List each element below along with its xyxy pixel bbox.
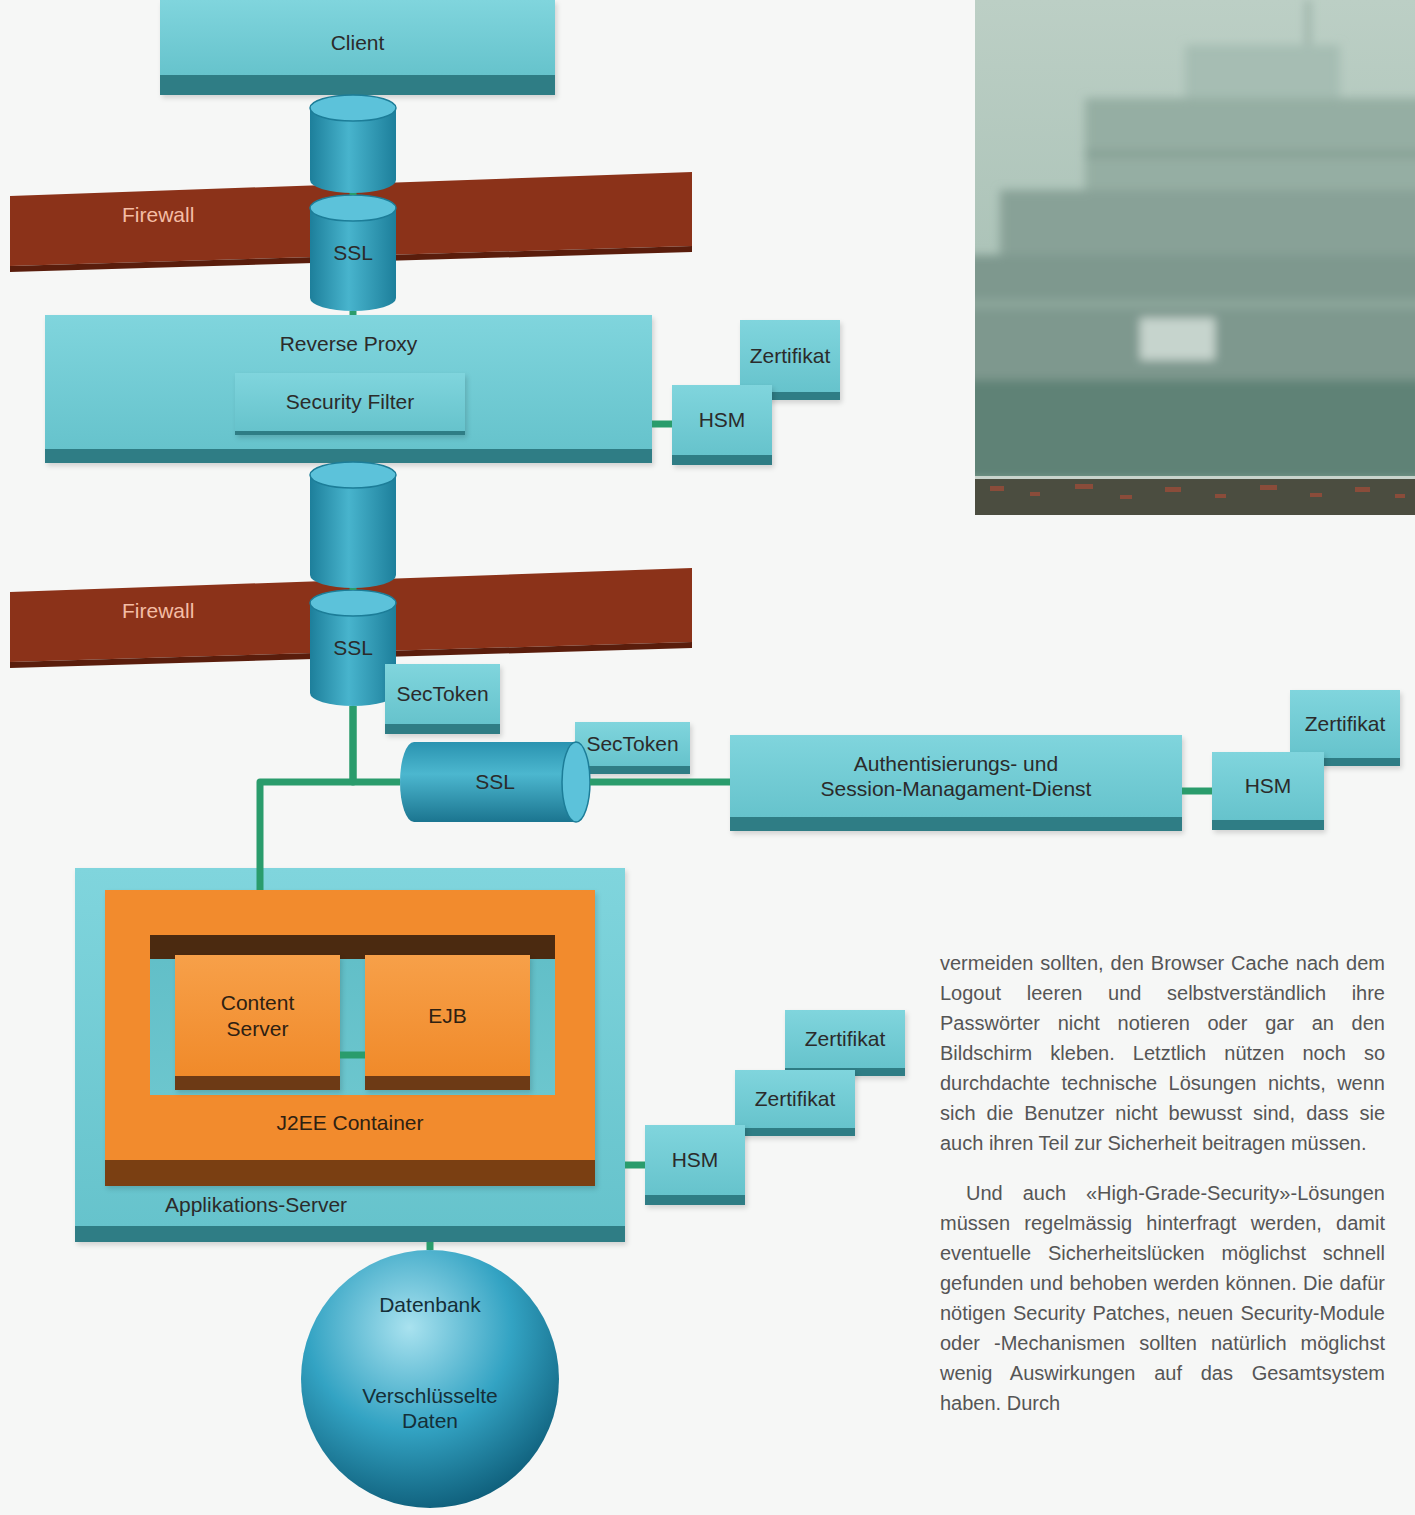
sphere-body — [301, 1250, 559, 1508]
photo-tier — [975, 255, 1415, 383]
pipe-cylinder — [310, 95, 396, 193]
client-box: Client — [160, 0, 555, 95]
connector-line — [350, 311, 357, 315]
reverse-proxy-box: Reverse ProxySecurity Filter — [45, 315, 652, 463]
photo-building — [975, 0, 1415, 480]
node-label: Reverse Proxy — [280, 331, 418, 356]
hsm-box: HSM — [672, 385, 772, 465]
cylinder-end — [310, 680, 396, 706]
connector-line — [353, 706, 400, 782]
node-label: Verschlüsselte Daten — [355, 1383, 505, 1433]
node-label: J2EE Container — [276, 1110, 423, 1135]
j2ee-container: J2EE Container Content Server EJB — [105, 890, 595, 1186]
node-label: Datenbank — [379, 1292, 481, 1317]
cylinder-top — [310, 195, 396, 221]
application-server-box: Applikations-Server J2EE Container Content… — [75, 868, 625, 1242]
connector-line — [427, 1242, 434, 1250]
pipe-end — [310, 167, 396, 193]
cylinder-top — [562, 742, 590, 822]
text-column: vermeiden sollten, den Browser Cache nac… — [940, 948, 1385, 1418]
photo-ground — [975, 380, 1415, 480]
node-label: HSM — [699, 407, 746, 432]
ssl-cylinder: SSL — [310, 195, 396, 311]
ejb-box: EJB — [365, 955, 530, 1090]
photo-sky — [975, 0, 1415, 515]
node-label: SecToken — [396, 681, 488, 706]
photo-stripe — [1085, 150, 1415, 158]
database-sphere: DatenbankVerschlüsselte Daten — [301, 1250, 559, 1508]
photo-tier — [1085, 98, 1415, 193]
cylinder-top — [310, 590, 396, 616]
connector-line — [350, 463, 357, 590]
node-label: Authentisierungs- und Session-Managament… — [815, 751, 1097, 801]
security-filter-box: Security Filter — [235, 373, 465, 435]
node-label: SSL — [333, 635, 373, 660]
pipe-end — [310, 562, 396, 588]
node-label: HSM — [1245, 773, 1292, 798]
connector-line — [350, 95, 357, 195]
pipe-top — [310, 95, 396, 121]
node-label: Content Server — [203, 990, 313, 1040]
connector-line — [340, 1052, 365, 1059]
node-label: EJB — [428, 1003, 467, 1028]
photo-foreground — [975, 478, 1415, 515]
body-text: Und auch «High-Grade-Security»-Lösungen … — [940, 1178, 1385, 1418]
cylinder-body — [414, 742, 576, 822]
node-label: Client — [331, 30, 385, 55]
node-label: Applikations-Server — [165, 1192, 347, 1217]
photo-antenna — [1306, 0, 1310, 52]
node-label: Zertifikat — [750, 343, 831, 368]
photo — [975, 0, 1415, 515]
ssl-cylinder: SSL — [310, 590, 396, 706]
hsm-box: HSM — [1212, 752, 1324, 830]
node-label: SSL — [333, 240, 373, 265]
certificate-box: Zertifikat — [785, 1010, 905, 1076]
connector-line — [260, 706, 353, 890]
node-label: Zertifikat — [1305, 711, 1386, 736]
cylinder-end — [310, 285, 396, 311]
hsm-box: HSM — [645, 1125, 745, 1205]
node-label: SecToken — [586, 731, 678, 756]
photo-edge — [975, 476, 1415, 479]
photo-box — [1140, 318, 1215, 360]
content-server-box: Content Server — [175, 955, 340, 1090]
pipe-body — [310, 108, 396, 180]
sectoken-box: SecToken — [575, 722, 690, 774]
node-label: Zertifikat — [755, 1086, 836, 1111]
node-label: Firewall — [122, 598, 194, 623]
pipe-top — [310, 462, 396, 488]
database-sphere-outline — [301, 1250, 559, 1508]
photo-speckles — [990, 484, 1405, 499]
photo-tier — [1000, 190, 1415, 260]
sectoken-box: SecToken — [385, 664, 500, 734]
photo-stripe — [975, 300, 1415, 308]
body-text: vermeiden sollten, den Browser Cache nac… — [940, 948, 1385, 1158]
connector-line — [1182, 788, 1212, 795]
certificate-box: Zertifikat — [735, 1070, 855, 1136]
node-label: Security Filter — [286, 389, 414, 414]
connector-line — [625, 1162, 645, 1169]
connector-line — [590, 779, 730, 786]
node-label: HSM — [672, 1147, 719, 1172]
node-label: Firewall — [122, 202, 194, 227]
auth-service-box: Authentisierungs- und Session-Managament… — [730, 735, 1182, 831]
pipe-body — [310, 475, 396, 575]
node-label: SSL — [475, 769, 515, 794]
pipe-cylinder — [310, 462, 396, 588]
photo-tier — [1185, 45, 1340, 100]
node-label: Zertifikat — [805, 1026, 886, 1051]
ssl-cylinder: SSL — [400, 742, 590, 822]
connector-line — [652, 421, 672, 428]
